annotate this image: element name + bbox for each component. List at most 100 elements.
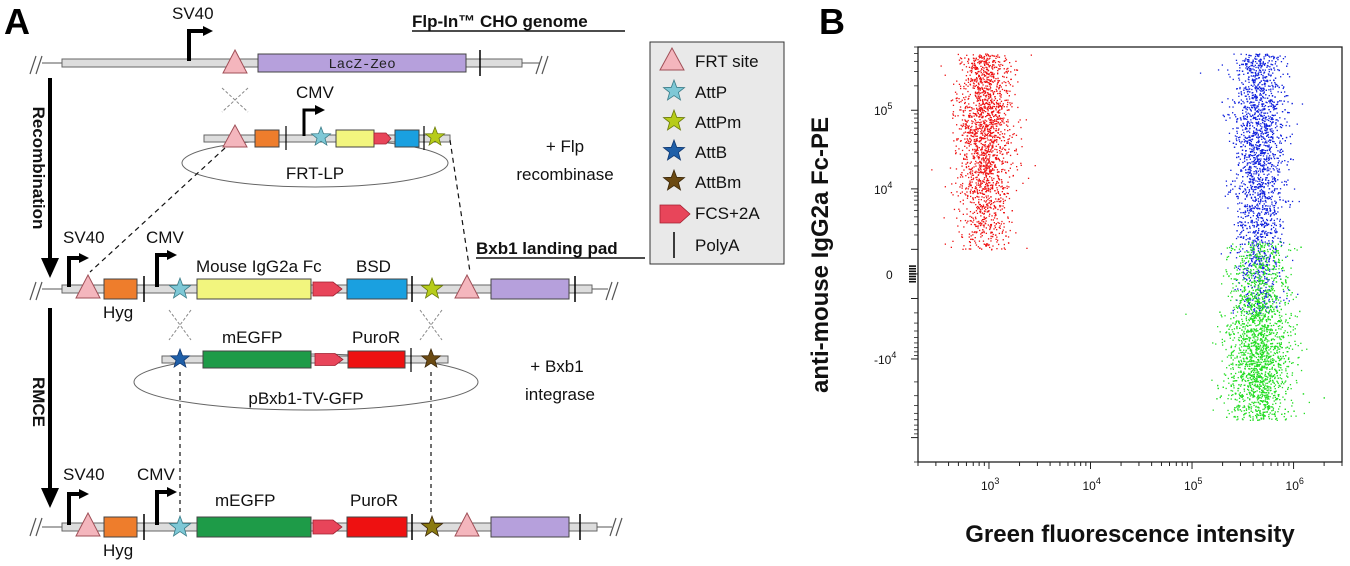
scatter-point-series-1 bbox=[1284, 200, 1287, 202]
scatter-point-series-0 bbox=[987, 243, 989, 245]
scatter-point-series-1 bbox=[1244, 156, 1246, 158]
scatter-point-series-1 bbox=[1256, 96, 1258, 98]
scatter-point-series-2 bbox=[1240, 410, 1243, 412]
scatter-point-series-0 bbox=[996, 241, 998, 243]
scatter-point-series-0 bbox=[959, 85, 962, 87]
scatter-point-series-0 bbox=[983, 231, 985, 234]
scatter-point-series-0 bbox=[973, 231, 975, 234]
scatter-point-series-1 bbox=[1273, 207, 1275, 209]
scatter-point-series-0 bbox=[976, 225, 978, 227]
scatter-point-series-0 bbox=[989, 103, 991, 105]
scatter-point-series-1 bbox=[1199, 72, 1202, 74]
scatter-point-series-0 bbox=[967, 220, 969, 222]
scatter-point-series-1 bbox=[1288, 300, 1290, 302]
scatter-point-series-0 bbox=[984, 146, 986, 148]
scatter-point-series-1 bbox=[1253, 252, 1255, 254]
scatter-point-series-0 bbox=[987, 180, 989, 182]
scatter-point-series-1 bbox=[1257, 247, 1260, 250]
scatter-point-series-0 bbox=[975, 138, 977, 140]
scatter-point-series-0 bbox=[987, 238, 990, 240]
scatter-point-series-1 bbox=[1258, 123, 1260, 125]
scatter-point-series-0 bbox=[978, 75, 981, 78]
scatter-point-series-1 bbox=[1262, 300, 1264, 303]
scatter-point-series-1 bbox=[1269, 162, 1271, 165]
scatter-point-series-1 bbox=[1265, 89, 1267, 91]
scatter-point-series-1 bbox=[1264, 53, 1267, 56]
scatter-point-series-1 bbox=[1253, 69, 1255, 71]
scatter-point-series-0 bbox=[992, 233, 994, 236]
scatter-point-series-1 bbox=[1255, 240, 1257, 242]
scatter-point-series-0 bbox=[974, 216, 977, 218]
scatter-point-series-1 bbox=[1262, 152, 1264, 154]
scatter-point-series-1 bbox=[1254, 186, 1256, 188]
scatter-point-series-0 bbox=[1005, 124, 1008, 126]
scatter-point-series-0 bbox=[973, 138, 975, 141]
scatter-point-series-0 bbox=[978, 88, 980, 90]
scatter-point-series-0 bbox=[981, 57, 983, 59]
scatter-point-series-1 bbox=[1235, 138, 1237, 140]
scatter-point-series-1 bbox=[1248, 139, 1250, 141]
scatter-point-series-0 bbox=[963, 114, 965, 117]
scatter-point-series-2 bbox=[1223, 380, 1225, 382]
legend-label: PolyA bbox=[695, 236, 740, 255]
scatter-point-series-1 bbox=[1269, 154, 1271, 157]
scatter-point-series-0 bbox=[996, 151, 998, 153]
scatter-point-series-1 bbox=[1236, 252, 1239, 254]
scatter-point-series-0 bbox=[1014, 74, 1017, 76]
scatter-point-series-0 bbox=[966, 132, 969, 134]
scatter-point-series-0 bbox=[977, 112, 979, 115]
scatter-point-series-1 bbox=[1277, 59, 1279, 61]
scatter-point-series-1 bbox=[1251, 242, 1253, 244]
scatter-point-series-0 bbox=[962, 199, 964, 201]
scatter-point-series-2 bbox=[1227, 377, 1229, 380]
scatter-point-series-1 bbox=[1241, 125, 1243, 128]
scatter-point-series-0 bbox=[976, 178, 978, 181]
scatter-point-series-0 bbox=[977, 100, 980, 102]
scatter-point-series-0 bbox=[988, 65, 990, 67]
scatter-point-series-0 bbox=[964, 131, 967, 133]
scatter-point-series-0 bbox=[975, 123, 978, 126]
scatter-point-series-1 bbox=[1263, 137, 1265, 139]
scatter-point-series-1 bbox=[1246, 123, 1248, 125]
scatter-point-series-0 bbox=[967, 58, 970, 60]
scatter-point-series-1 bbox=[1245, 111, 1247, 113]
scatter-point-series-1 bbox=[1268, 196, 1270, 198]
scatter-point-series-0 bbox=[985, 61, 987, 63]
scatter-point-series-1 bbox=[1272, 88, 1274, 90]
scatter-point-series-0 bbox=[985, 123, 987, 126]
scatter-point-series-1 bbox=[1261, 90, 1263, 92]
scatter-point-series-1 bbox=[1268, 311, 1270, 313]
scatter-point-series-0 bbox=[974, 134, 976, 136]
scatter-point-series-1 bbox=[1260, 186, 1262, 188]
scatter-point-series-0 bbox=[964, 109, 966, 112]
scatter-point-series-0 bbox=[1000, 63, 1002, 66]
scatter-point-series-0 bbox=[1001, 169, 1003, 171]
scatter-point-series-0 bbox=[990, 219, 993, 221]
scatter-point-series-0 bbox=[999, 137, 1001, 140]
scatter-point-series-1 bbox=[1274, 105, 1276, 107]
scatter-point-series-0 bbox=[980, 128, 982, 130]
scatter-point-series-1 bbox=[1266, 135, 1268, 137]
scatter-point-series-0 bbox=[995, 125, 997, 127]
scatter-point-series-0 bbox=[967, 77, 969, 80]
scatter-point-series-0 bbox=[970, 185, 972, 187]
scatter-point-series-0 bbox=[973, 155, 975, 158]
scatter-point-series-1 bbox=[1253, 179, 1256, 181]
scatter-point-series-1 bbox=[1246, 312, 1248, 314]
scatter-point-series-0 bbox=[995, 101, 998, 103]
scatter-point-series-0 bbox=[970, 171, 972, 173]
scatter-point-series-1 bbox=[1252, 256, 1255, 258]
scatter-point-series-0 bbox=[1005, 235, 1007, 237]
scatter-point-series-1 bbox=[1249, 231, 1251, 233]
scatter-point-series-1 bbox=[1281, 111, 1284, 113]
scatter-point-series-1 bbox=[1265, 293, 1267, 295]
scatter-point-series-1 bbox=[1269, 66, 1271, 68]
scatter-point-series-1 bbox=[1254, 57, 1256, 59]
scatter-point-series-0 bbox=[978, 156, 980, 158]
scatter-point-series-1 bbox=[1242, 223, 1244, 225]
scatter-point-series-0 bbox=[985, 206, 987, 208]
scatter-point-series-0 bbox=[983, 154, 986, 156]
scatter-point-series-1 bbox=[1252, 193, 1254, 196]
scatter-point-series-1 bbox=[1234, 289, 1236, 291]
